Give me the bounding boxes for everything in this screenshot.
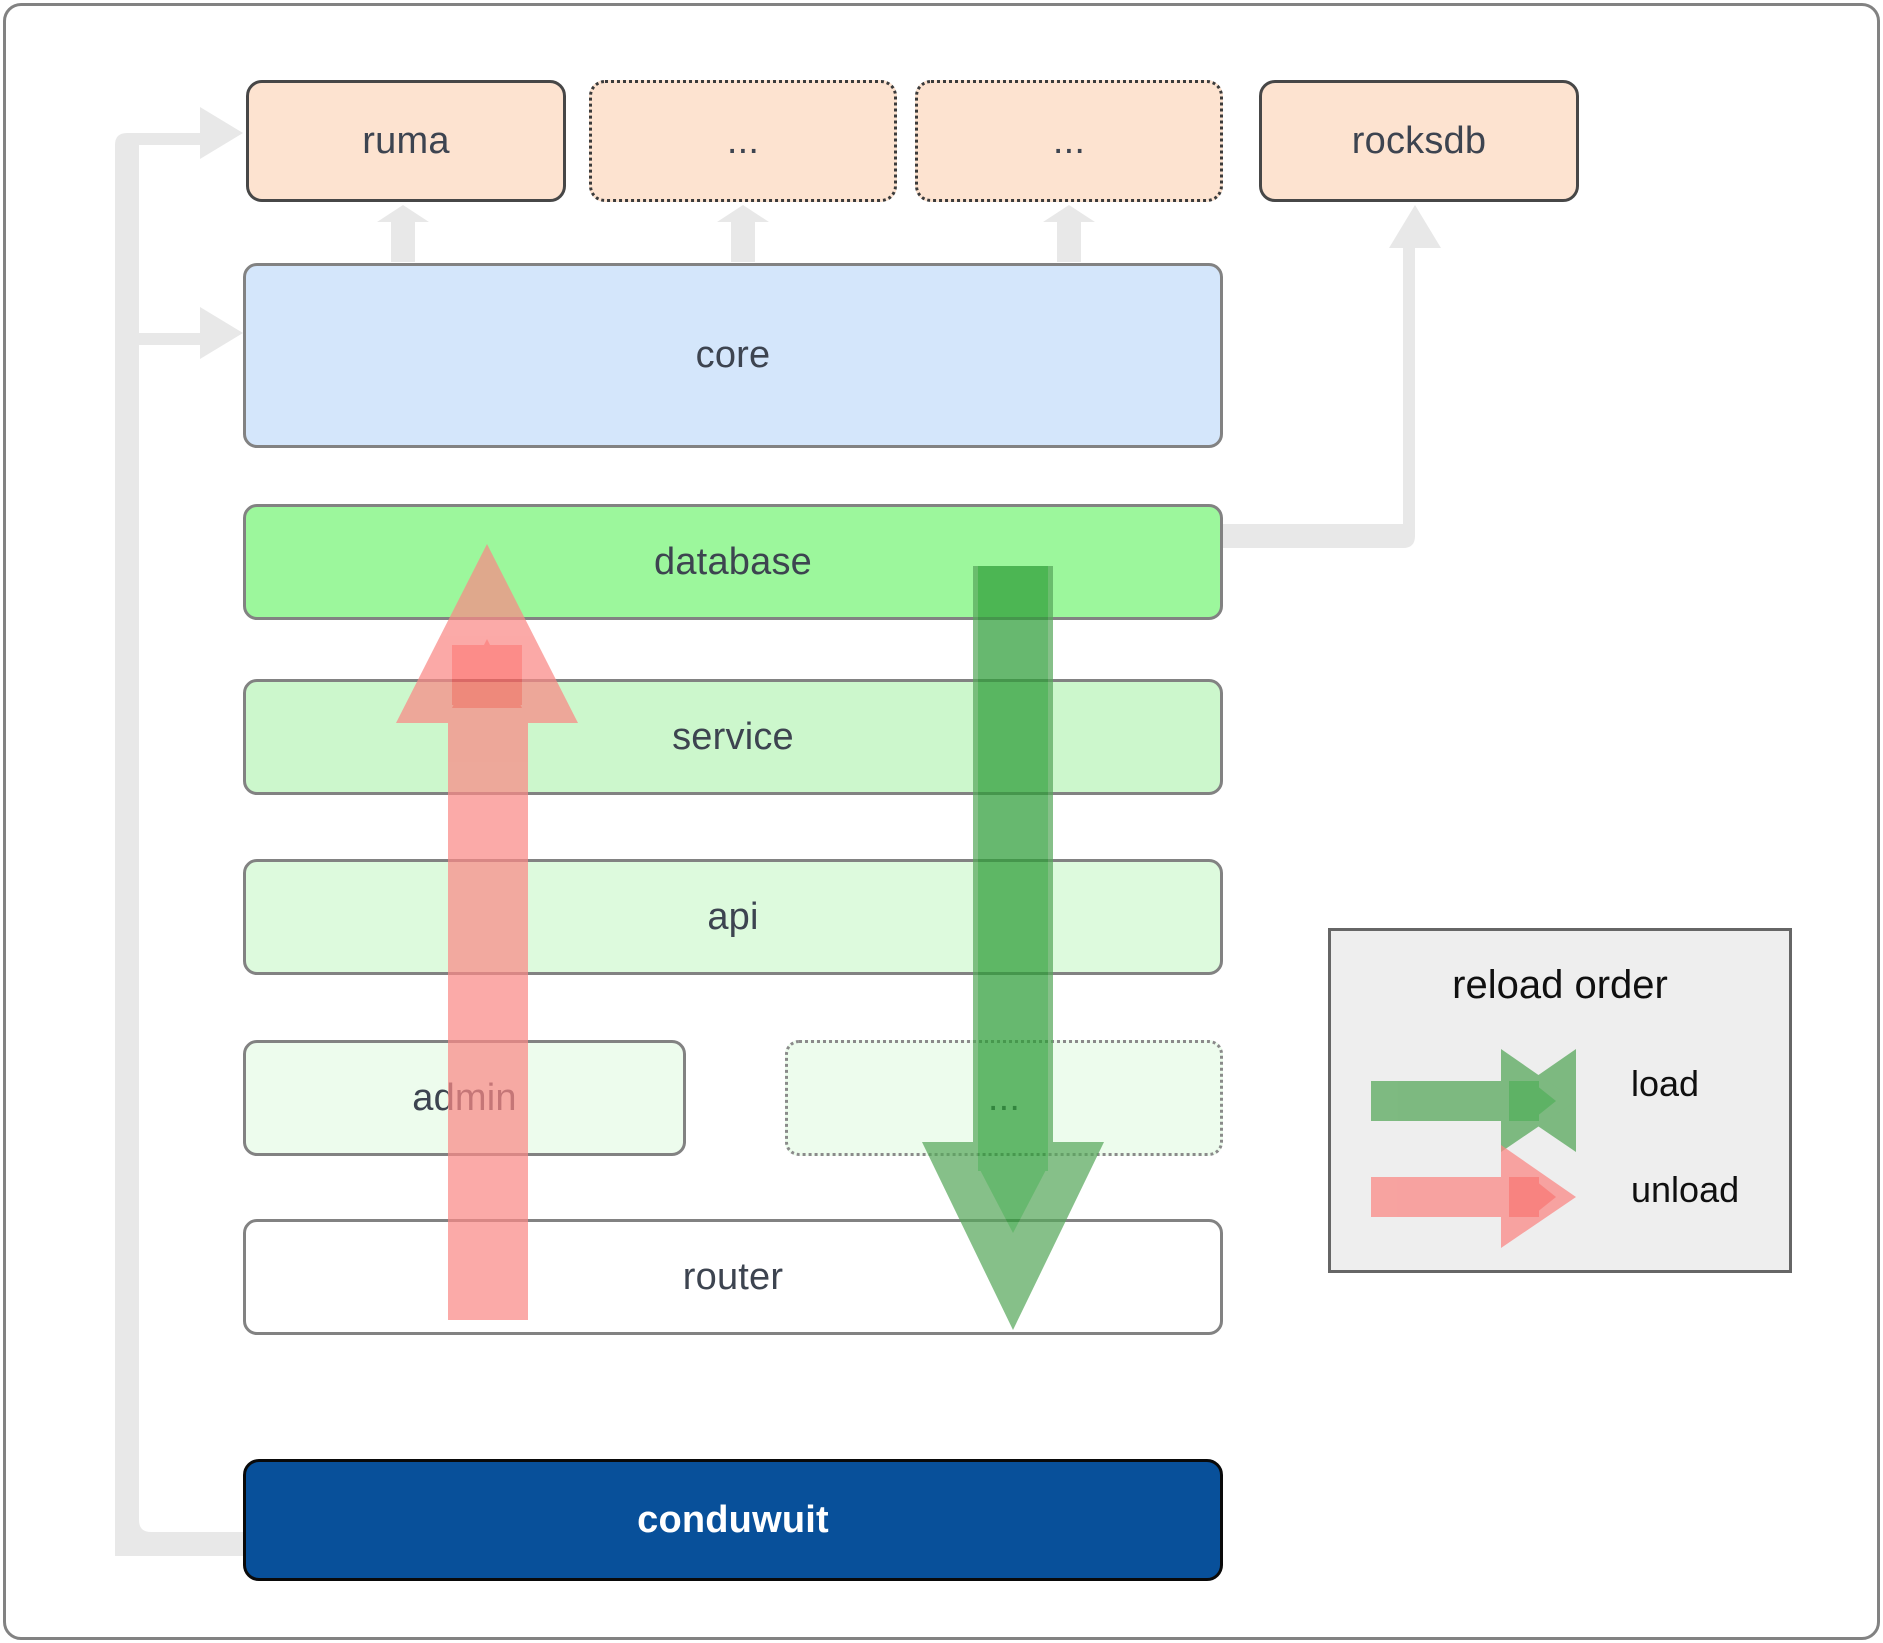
wire-core-to-dots-a (717, 205, 769, 262)
dependency-node-ruma[interactable]: ruma (246, 80, 566, 202)
root-label-conduwuit: conduwuit (637, 1498, 829, 1541)
dependency-label-placeholder-1: ... (726, 119, 760, 162)
wire-conduwuit-to-core (139, 307, 243, 359)
layer-node-core[interactable]: core (243, 263, 1223, 448)
layer-label-admin: admin (412, 1076, 517, 1119)
legend-arrow-swatches (1371, 1049, 1576, 1248)
layer-node-admin[interactable]: admin (243, 1040, 686, 1156)
wire-database-to-rocksdb (1222, 205, 1441, 548)
layer-label-placeholder: ... (987, 1076, 1021, 1119)
wire-conduwuit-foot (115, 1508, 249, 1556)
wire-conduwuit-to-ruma (115, 107, 243, 1520)
dependency-label-placeholder-2: ... (1052, 119, 1086, 162)
layer-node-service[interactable]: service (243, 679, 1223, 795)
dependency-node-placeholder-1[interactable]: ... (589, 80, 897, 202)
layer-label-router: router (682, 1255, 784, 1298)
legend-swatch-load (1371, 1049, 1576, 1152)
layer-node-placeholder[interactable]: ... (785, 1040, 1223, 1156)
layer-label-database: database (654, 540, 812, 583)
layer-node-router[interactable]: router (243, 1219, 1223, 1335)
dependency-label-rocksdb: rocksdb (1351, 119, 1487, 162)
wire-core-to-dots-b (1043, 205, 1095, 262)
legend-panel: reload order load unload (1328, 928, 1792, 1273)
layer-label-api: api (707, 895, 759, 938)
layer-label-core: core (695, 334, 771, 376)
wire-core-to-ruma (377, 205, 429, 262)
root-node-conduwuit[interactable]: conduwuit (243, 1459, 1223, 1581)
legend-title: reload order (1452, 963, 1668, 1007)
legend-label-unload: unload (1631, 1169, 1740, 1210)
dependency-label-ruma: ruma (362, 119, 450, 162)
dependency-node-rocksdb[interactable]: rocksdb (1259, 80, 1579, 202)
layer-node-api[interactable]: api (243, 859, 1223, 975)
dependency-node-placeholder-2[interactable]: ... (915, 80, 1223, 202)
layer-node-database[interactable]: database (243, 504, 1223, 620)
legend-label-load: load (1631, 1063, 1700, 1104)
legend-swatch-unload (1371, 1145, 1576, 1248)
layer-label-service: service (672, 715, 794, 758)
